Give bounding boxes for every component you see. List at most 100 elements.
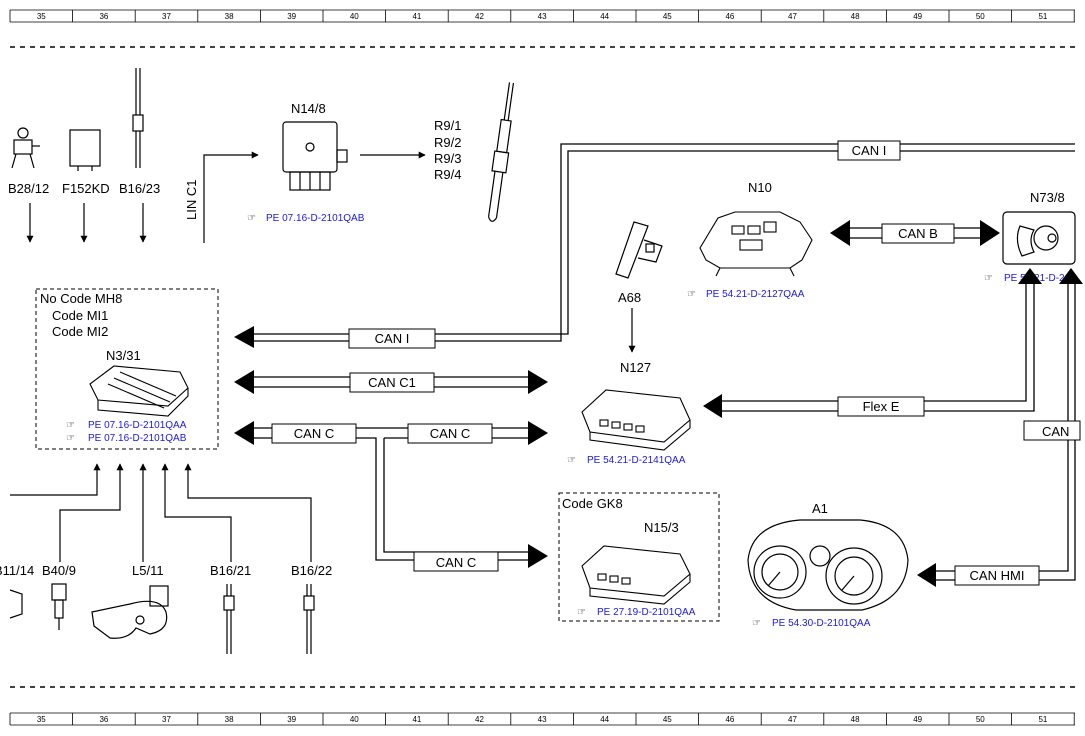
ruler-number: 50: [976, 12, 985, 21]
n10-module-icon: [699, 211, 813, 277]
code-mi1-label: Code MI1: [52, 308, 108, 323]
b16-23-temperature-sensor-icon: [132, 68, 144, 168]
can-i-arrowhead: [234, 326, 254, 348]
n15-3-label: N15/3: [644, 520, 679, 535]
can-c-bus-inner-down: [383, 438, 530, 553]
ruler-number: 38: [225, 715, 234, 724]
n127-module-icon: [581, 389, 691, 451]
can-c-right-arrowhead: [528, 421, 548, 445]
b16-21-line: [161, 463, 232, 562]
b11-14-sensor-icon: [9, 589, 23, 619]
ruler-number: 48: [851, 12, 860, 21]
n127-ref-link[interactable]: PE 54.21-D-2141QAA: [587, 455, 686, 466]
a1-instrument-cluster-icon: [747, 519, 909, 611]
n73-8-ignition-switch-icon: [1002, 211, 1076, 265]
b28-12-sensor-icon: [11, 127, 40, 169]
ruler-number: 37: [162, 715, 171, 724]
can-i-left-label: CAN I: [375, 331, 410, 346]
n14-8-glow-control-unit-icon: [282, 121, 348, 191]
flex-e-up-arrowhead: [1018, 268, 1042, 284]
l5-11-label: L5/11: [132, 563, 164, 578]
can-hmi-label: CAN HMI: [970, 568, 1025, 583]
can-c-left-arrowhead: [234, 421, 254, 445]
r9-1-label: R9/1: [434, 118, 461, 133]
b16-22-line: [184, 463, 312, 562]
l5-11-crankshaft-sensor-icon: [91, 585, 169, 639]
flex-e-bus-inner: [720, 282, 1035, 412]
n3-31-ref-a-link[interactable]: PE 07.16-D-2101QAA: [88, 420, 187, 431]
can-b-right-arrowhead: [980, 220, 1000, 246]
n127-ref-icon: ☞: [567, 455, 576, 466]
r9-4-label: R9/4: [434, 167, 461, 182]
ruler-number: 51: [1038, 715, 1047, 724]
n73-8-label: N73/8: [1030, 190, 1065, 205]
ruler-number: 44: [600, 12, 609, 21]
can-c1-left-arrowhead: [234, 370, 254, 394]
a68-label: A68: [618, 290, 641, 305]
ruler-number: 35: [37, 12, 46, 21]
ruler-number: 39: [287, 715, 296, 724]
n3-31-ref-b-link[interactable]: PE 07.16-D-2101QAB: [88, 433, 187, 444]
ruler-number: 41: [412, 715, 421, 724]
n14-8-ref-link[interactable]: PE 07.16-D-2101QAB: [266, 213, 365, 224]
can-right-label: CAN: [1042, 424, 1069, 439]
flex-e-left-arrowhead: [703, 394, 722, 418]
ruler-number: 43: [538, 715, 547, 724]
ruler-number: 43: [538, 12, 547, 21]
n3-31-label: N3/31: [106, 348, 141, 363]
n15-3-transmission-control-icon: [581, 545, 691, 605]
can-c-right-label: CAN C: [430, 426, 470, 441]
n15-3-code-box: [558, 492, 720, 622]
lin-c1-line: [203, 151, 259, 243]
ruler-number: 45: [663, 715, 672, 724]
b16-23-label: B16/23: [119, 181, 160, 196]
can-c-bottom-arrowhead: [528, 544, 548, 568]
code-mi2-label: Code MI2: [52, 324, 108, 339]
no-code-mh8-label: No Code MH8: [40, 291, 122, 306]
code-gk8-label: Code GK8: [562, 496, 623, 511]
b16-22-label: B16/22: [291, 563, 332, 578]
ruler-number: 36: [99, 715, 108, 724]
flex-e-label: Flex E: [863, 399, 900, 414]
can-c-bottom-label: CAN C: [436, 555, 476, 570]
ruler-number: 36: [99, 12, 108, 21]
b28-12-label: B28/12: [8, 181, 49, 196]
b16-22-temperature-sensor-icon: [303, 584, 315, 654]
f152kd-label: F152KD: [62, 181, 110, 196]
n15-3-ref-link[interactable]: PE 27.19-D-2101QAA: [597, 607, 696, 618]
n3-31-code-box: [35, 288, 219, 450]
a1-ref-link[interactable]: PE 54.30-D-2101QAA: [772, 618, 871, 629]
n127-label: N127: [620, 360, 651, 375]
b11-14-label: B11/14: [0, 563, 34, 578]
r9-2-label: R9/2: [434, 135, 461, 150]
ruler-number: 44: [600, 715, 609, 724]
n10-ref-icon: ☞: [687, 289, 696, 300]
a68-accelerator-pedal-icon: [615, 221, 663, 279]
b11-14-line: [10, 463, 101, 496]
ruler-number: 49: [913, 12, 922, 21]
ruler-number: 45: [663, 12, 672, 21]
ruler-number: 35: [37, 715, 46, 724]
can-c1-right-arrowhead: [528, 370, 548, 394]
can-right-up-arrowhead: [1059, 268, 1083, 284]
b40-9-label: B40/9: [42, 563, 76, 578]
can-b-left-arrowhead: [830, 220, 850, 246]
ruler-number: 47: [788, 715, 797, 724]
ruler-number: 41: [412, 12, 421, 21]
flex-e-bus-outer: [720, 282, 1027, 402]
ruler-number: 46: [725, 12, 734, 21]
can-c1-label: CAN C1: [368, 375, 416, 390]
b16-21-temperature-sensor-icon: [223, 584, 235, 654]
can-c-left-label: CAN C: [294, 426, 334, 441]
glow-plug-icon: [487, 82, 515, 222]
n10-ref-link[interactable]: PE 54.21-D-2127QAA: [706, 289, 805, 300]
f152kd-relay-icon: [69, 129, 101, 171]
ruler-number: 47: [788, 12, 797, 21]
can-i-top-label: CAN I: [852, 143, 887, 158]
n73-8-ref-icon: ☞: [984, 273, 993, 284]
lin-c1-label: LIN C1: [184, 180, 199, 220]
ruler-number: 42: [475, 715, 484, 724]
